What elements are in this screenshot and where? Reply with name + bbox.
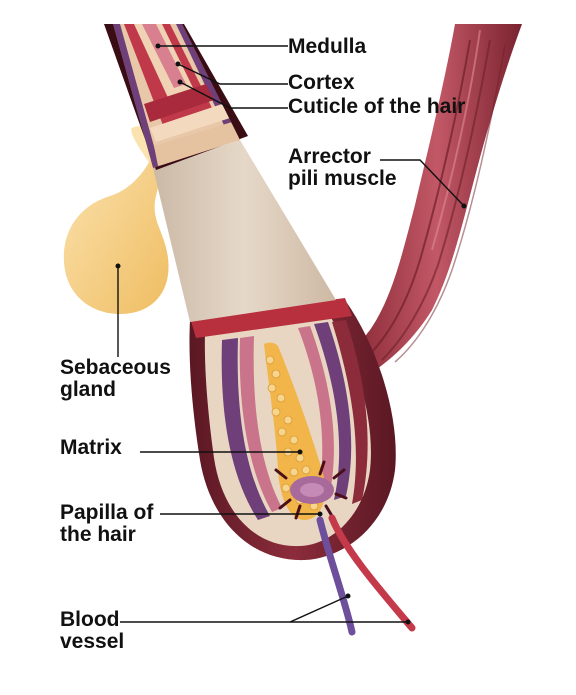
papilla <box>274 460 348 520</box>
matrix <box>264 342 326 521</box>
cuticle-leader <box>179 81 288 109</box>
label-arrector-line-1: Arrector <box>288 145 371 168</box>
leader-dots <box>115 43 467 625</box>
arrector-leader <box>380 159 465 207</box>
label-arrector-pili-muscle: Arrector pili muscle <box>288 146 397 190</box>
label-arrector-line-2: pili muscle <box>288 167 397 190</box>
label-sebaceous-line-1: Sebaceous <box>60 356 171 379</box>
label-matrix: Matrix <box>60 436 122 459</box>
label-papilla-line-1: Papilla of <box>60 501 154 524</box>
hair-shaft <box>104 24 248 170</box>
leader-lines <box>117 45 465 623</box>
inner-root-sheath <box>153 140 336 322</box>
label-papilla: Papilla of the hair <box>60 502 153 546</box>
label-cortex: Cortex <box>288 71 355 94</box>
label-blood-line-2: vessel <box>60 630 125 653</box>
label-cuticle: Cuticle of the hair <box>288 95 466 118</box>
arrector-pili-muscle <box>351 24 522 380</box>
blood-leader <box>120 595 349 623</box>
label-sebaceous-line-2: gland <box>60 378 116 401</box>
label-blood-line-1: Blood <box>60 608 120 631</box>
label-blood-vessel: Blood vessel <box>60 609 124 653</box>
label-sebaceous-gland: Sebaceous gland <box>60 357 171 401</box>
label-papilla-line-2: the hair <box>60 523 136 546</box>
label-medulla: Medulla <box>288 35 367 58</box>
cortex-leader <box>177 63 288 85</box>
